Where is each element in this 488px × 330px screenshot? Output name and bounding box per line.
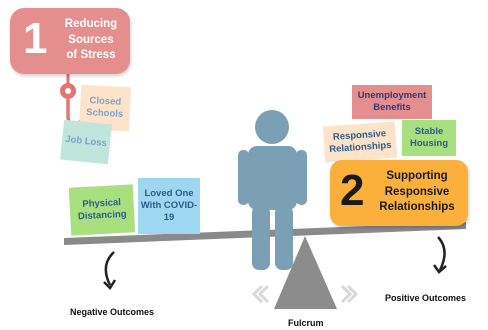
box-label: Reducing Sources of Stress <box>64 18 118 62</box>
stable-housing-note: Stable Housing <box>402 120 456 156</box>
arrow-down-left-icon <box>104 251 115 286</box>
positive-outcomes-label: Positive Outcomes <box>385 293 467 303</box>
chevron-right-icon <box>340 284 359 304</box>
negative-outcomes-label: Negative Outcomes <box>70 307 155 317</box>
supporting-relationships-box: 2 Supporting Responsive Relationships <box>330 160 468 226</box>
unemployment-benefits-note: Unemployment Benefits <box>352 85 432 119</box>
job-loss-note: Job Loss <box>60 119 112 165</box>
box-number: 2 <box>340 166 365 215</box>
loved-one-covid-note: Loved One With COVID-19 <box>138 178 200 234</box>
chevron-left-icon <box>251 284 270 304</box>
box-label: Supporting Responsive Relationships <box>379 170 455 214</box>
responsive-relationships-note: Responsive Relationships <box>322 121 398 163</box>
person-figure <box>238 110 307 270</box>
reducing-stress-box: 1 Reducing Sources of Stress <box>10 8 130 74</box>
arrow-down-right-icon <box>437 236 446 271</box>
physical-distancing-note: Physical Distancing <box>68 184 136 236</box>
fulcrum-triangle <box>274 236 337 309</box>
box-number: 1 <box>23 14 48 63</box>
fulcrum-label: Fulcrum <box>288 318 324 328</box>
